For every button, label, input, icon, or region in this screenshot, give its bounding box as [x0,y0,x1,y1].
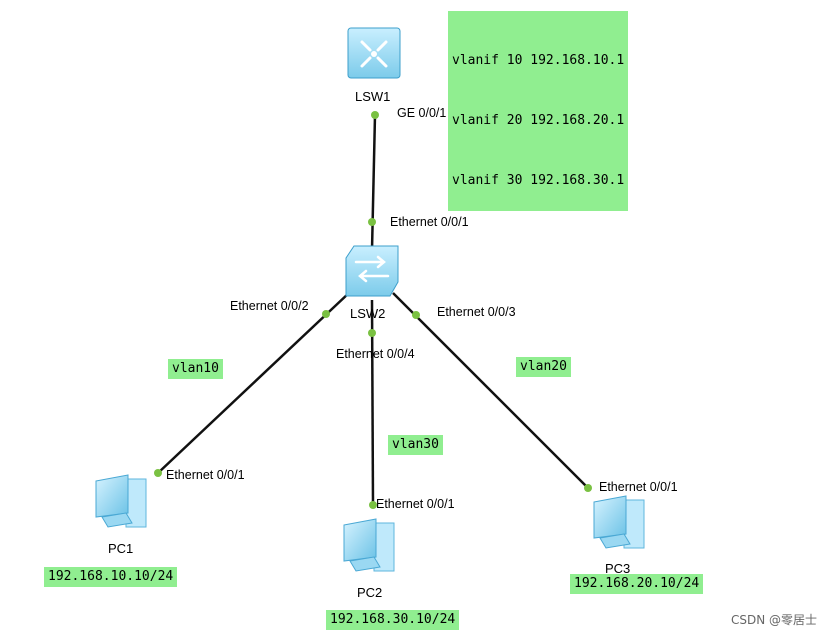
pc-monitor-icon [343,518,377,562]
port-dot-lsw2-e002[interactable] [322,310,330,318]
vlan20-label: vlan20 [516,357,571,377]
device-label-lsw1: LSW1 [355,89,390,104]
vlan10-label: vlan10 [168,359,223,379]
device-label-pc2: PC2 [357,585,382,600]
link-lsw2-pc3 [392,292,589,489]
vlanif-line: vlanif 20 192.168.20.1 [452,113,625,128]
pc-monitor-icon [95,474,129,518]
csdn-watermark: CSDN @零居士 [730,613,817,627]
router-arrows-icon [360,40,388,68]
device-label-lsw2: LSW2 [350,306,385,321]
port-label-lsw1-uplink: GE 0/0/1 [397,106,446,120]
vlanif-line: vlanif 10 192.168.10.1 [452,53,625,68]
switch-lsw2-body [345,245,399,297]
port-label-pc3: Ethernet 0/0/1 [599,480,678,494]
vlanif-config-note: vlanif 10 192.168.10.1 vlanif 20 192.168… [448,11,629,211]
pc-monitor-icon [593,495,627,539]
pc3-computer[interactable] [593,495,645,549]
port-label-lsw2-pc3: Ethernet 0/0/3 [437,305,516,319]
port-label-pc1: Ethernet 0/0/1 [166,468,245,482]
vlan30-label: vlan30 [388,435,443,455]
vlanif-line: vlanif 30 192.168.30.1 [452,173,625,188]
port-label-pc2: Ethernet 0/0/1 [376,497,455,511]
pc2-ip-label: 192.168.30.10/24 [326,610,460,630]
port-dot-lsw1-ge001[interactable] [371,111,379,119]
port-dot-pc2-e001[interactable] [369,501,377,509]
pc2-computer[interactable] [343,518,395,572]
port-dot-lsw2-e003[interactable] [412,311,420,319]
port-dot-lsw2-e001[interactable] [368,218,376,226]
switch-lsw2[interactable] [345,245,399,297]
port-dot-pc1-e001[interactable] [154,469,162,477]
pc3-ip-label: 192.168.20.10/24 [570,574,704,594]
switch-lsw1[interactable] [347,27,401,79]
port-label-lsw2-pc1: Ethernet 0/0/2 [230,299,309,313]
port-label-lsw2-uplink: Ethernet 0/0/1 [390,215,469,229]
link-lsw1-lsw2 [370,114,377,251]
pc1-computer[interactable] [95,474,147,528]
device-label-pc3: PC3 [605,561,630,576]
port-dot-pc3-e001[interactable] [584,484,592,492]
pc1-ip-label: 192.168.10.10/24 [44,567,178,587]
link-lsw2-pc1 [157,291,351,474]
port-dot-lsw2-e004[interactable] [368,329,376,337]
port-label-lsw2-pc2: Ethernet 0/0/4 [336,347,415,361]
device-label-pc1: PC1 [108,541,133,556]
switch-arrows-icon [354,255,390,283]
